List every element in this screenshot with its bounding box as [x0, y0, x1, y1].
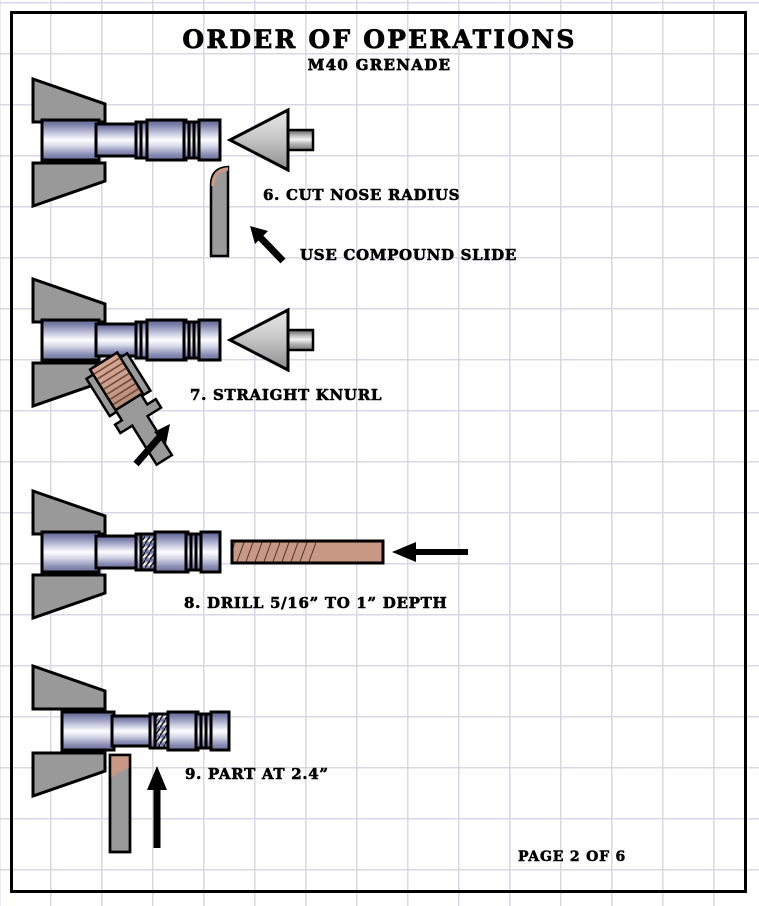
direction-arrow-icon — [392, 542, 468, 562]
chuck-jaw-lower-icon — [31, 751, 107, 799]
operation-7-label: 7. STRAIGHT KNURL — [190, 386, 383, 405]
operation-6-note: USE COMPOUND SLIDE — [300, 246, 517, 265]
chuck-jaw-upper-icon — [31, 76, 107, 124]
live-center-icon — [226, 107, 315, 173]
workpiece-icon — [40, 530, 222, 574]
page-title: ORDER OF OPERATIONS — [182, 25, 577, 55]
drawing-border — [10, 11, 747, 893]
operation-8-label: 8. DRILL 5/16” TO 1” DEPTH — [184, 594, 448, 613]
workpiece-icon — [40, 118, 222, 162]
direction-arrow-icon — [250, 226, 286, 264]
chuck-jaw-lower-icon — [31, 161, 107, 209]
chuck-jaw-upper-icon — [31, 488, 107, 536]
workpiece-icon — [40, 318, 222, 362]
knurl-tool-icon — [84, 350, 174, 467]
workpiece-icon — [60, 710, 231, 752]
direction-arrow-icon — [133, 424, 170, 467]
radius-tool-icon — [209, 165, 230, 258]
operation-6-label: 6. CUT NOSE RADIUS — [263, 186, 461, 205]
drill-bit-icon — [230, 539, 385, 565]
page-footer: PAGE 2 OF 6 — [518, 849, 627, 866]
live-center-icon — [226, 307, 315, 373]
operation-9-label: 9. PART AT 2.4” — [185, 765, 329, 784]
page-subtitle: M40 GRENADE — [307, 56, 452, 75]
chuck-jaw-lower-icon — [31, 573, 107, 621]
parting-tool-icon — [108, 753, 132, 854]
direction-arrow-icon — [147, 766, 167, 848]
chuck-jaw-upper-icon — [31, 663, 107, 711]
chuck-jaw-upper-icon — [31, 276, 107, 324]
